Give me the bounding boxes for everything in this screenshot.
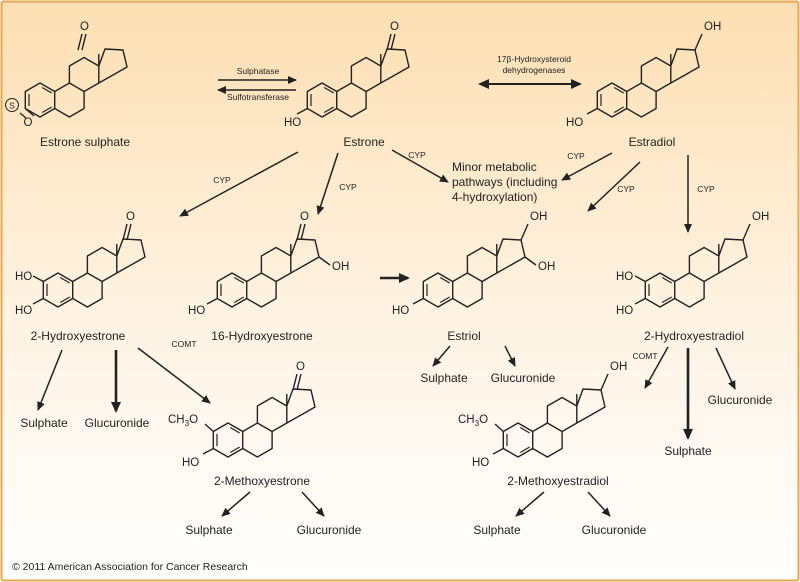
hsd-label-line2: dehydrogenases: [503, 65, 566, 75]
cyp-label-1: CYP: [213, 175, 231, 185]
cyp-label-2: CYP: [339, 182, 357, 192]
sulphatase-label: Sulphatase: [237, 66, 280, 76]
2-methoxyestrone-ketone-o: O: [296, 361, 305, 373]
estriol-oh17-label: OH: [530, 211, 547, 223]
2-methoxyestrone-methoxy-o: O: [189, 414, 198, 426]
cyp-label-3: CYP: [408, 150, 426, 160]
2-methoxyestrone-methoxy-ch: CH: [168, 414, 185, 426]
arrow-2ohe2-to-2meo-e2: [644, 346, 669, 389]
estrone-sulphate-structure: [5, 33, 128, 119]
cyp-label-6: CYP: [697, 184, 715, 194]
2-hydroxyestrone-structure: [32, 223, 146, 308]
2-methoxyestrone-methoxy-label: CH3O: [168, 414, 198, 428]
2-hydroxyestradiol-catechol-label: HO: [616, 271, 633, 283]
estriol-phenol-label: HO: [392, 305, 409, 317]
16-hydroxyestrone-structure: [206, 223, 331, 308]
2-hydroxyestradiol-oh-label: OH: [752, 211, 769, 223]
2-hydroxyestrone-phenol-label: HO: [15, 305, 32, 317]
2-hydroxyestrone-ketone-o: O: [126, 211, 135, 223]
2-hydroxyestradiol-glucuronide: Glucuronide: [708, 393, 773, 407]
estrone-ketone-o: O: [390, 21, 399, 33]
2-methoxyestrone-methoxy-sub: 3: [185, 419, 190, 428]
2-methoxyestradiol-sulphate: Sulphate: [473, 523, 521, 537]
2-methoxyestrone-name: 2-Methoxyestrone: [214, 474, 310, 488]
estradiol-name: Estradiol: [629, 135, 676, 149]
2-methoxyestrone-structure: [202, 373, 316, 458]
estradiol-oh-label: OH: [704, 21, 721, 33]
estriol-oh16-label: OH: [538, 261, 555, 273]
arrow-estrone-to-minor: [391, 149, 449, 183]
2-hydroxyestradiol-name: 2-Hydroxyestradiol: [644, 329, 744, 343]
arrow-2meo-e2-to-glucuronide: [587, 491, 611, 517]
2-hydroxyestrone-name: 2-Hydroxyestrone: [31, 329, 126, 343]
2-hydroxyestrone-glucuronide: Glucuronide: [85, 416, 150, 430]
2-methoxyestradiol-methoxy-label: CH3O: [458, 414, 488, 428]
2-methoxyestradiol-name: 2-Methoxyestradiol: [507, 474, 608, 488]
estrone-sulphate-ketone-o: O: [80, 21, 89, 33]
estriol-structure: [412, 223, 537, 308]
arrow-2ohe1-to-sulphate: [37, 349, 63, 411]
2-hydroxyestrone-sulphate: Sulphate: [20, 416, 68, 430]
16-hydroxyestrone-ketone-o: O: [300, 211, 309, 223]
2-methoxyestrone-phenol-label: HO: [182, 457, 199, 469]
cyp-label-5: CYP: [617, 184, 635, 194]
estradiol-structure: [586, 33, 703, 118]
2-methoxyestradiol-methoxy-sub: 3: [475, 419, 480, 428]
minor-pathways-line2: pathways (including: [452, 175, 557, 189]
arrow-estrone-to-2ohe1: [179, 151, 299, 217]
estradiol-phenol-label: HO: [566, 117, 583, 129]
2-methoxyestradiol-structure: [492, 373, 609, 458]
estrone-sulphate-o-label: O: [24, 117, 33, 129]
comt-label-1: COMT: [171, 339, 196, 349]
arrow-2meo-e1-to-sulphate: [221, 491, 251, 517]
estrone-phenol-label: HO: [284, 117, 301, 129]
arrow-2ohe2-to-glucuronide: [715, 347, 736, 390]
16-hydroxyestrone-oh-label: OH: [332, 261, 349, 273]
2-methoxyestrone-glucuronide: Glucuronide: [297, 523, 362, 537]
2-hydroxyestradiol-sulphate: Sulphate: [664, 444, 712, 458]
2-methoxyestradiol-glucuronide: Glucuronide: [582, 523, 647, 537]
arrow-2meo-e2-to-sulphate: [515, 491, 545, 517]
2-methoxyestradiol-methoxy-o: O: [479, 414, 488, 426]
2-methoxyestrone-sulphate: Sulphate: [185, 523, 233, 537]
2-hydroxyestrone-catechol-label: HO: [15, 271, 32, 283]
sulfotransferase-label: Sulfotransferase: [227, 92, 289, 102]
arrow-2meo-e1-to-glucuronide: [301, 491, 325, 517]
estriol-name: Estriol: [447, 329, 480, 343]
estrone-name: Estrone: [343, 135, 385, 149]
16-hydroxyestrone-name: 16-Hydroxyestrone: [211, 329, 313, 343]
arrow-estradiol-to-minor: [561, 152, 613, 181]
arrow-estrone-to-16ohe1: [316, 152, 339, 215]
minor-pathways-line3: 4-hydroxylation): [452, 190, 537, 204]
arrow-2ohe1-to-2meo-e1: [137, 347, 211, 404]
2-hydroxyestradiol-structure: [634, 223, 751, 308]
estriol-glucuronide: Glucuronide: [491, 371, 556, 385]
estrone-structure: [296, 33, 410, 118]
estriol-sulphate: Sulphate: [420, 371, 468, 385]
arrow-estriol-to-glucuronide: [504, 345, 516, 367]
minor-pathways-line1: Minor metabolic: [452, 160, 537, 174]
estrone-sulphate-s-label: S: [9, 101, 15, 111]
estrone-sulphate-name: Estrone sulphate: [40, 135, 130, 149]
2-hydroxyestradiol-phenol-label: HO: [616, 305, 633, 317]
arrow-estriol-to-sulphate: [432, 345, 451, 367]
comt-label-2: COMT: [632, 351, 657, 361]
hsd-label-line1: 17β-Hydroxysteroid: [497, 54, 571, 64]
cyp-label-4: CYP: [567, 151, 585, 161]
2-methoxyestradiol-methoxy-ch: CH: [458, 414, 475, 426]
16-hydroxyestrone-phenol-label: HO: [188, 305, 205, 317]
copyright-text: © 2011 American Association for Cancer R…: [12, 561, 248, 573]
arrow-estradiol-to-estriol: [587, 161, 641, 212]
2-methoxyestradiol-oh-label: OH: [610, 361, 627, 373]
2-methoxyestradiol-phenol-label: HO: [472, 457, 489, 469]
